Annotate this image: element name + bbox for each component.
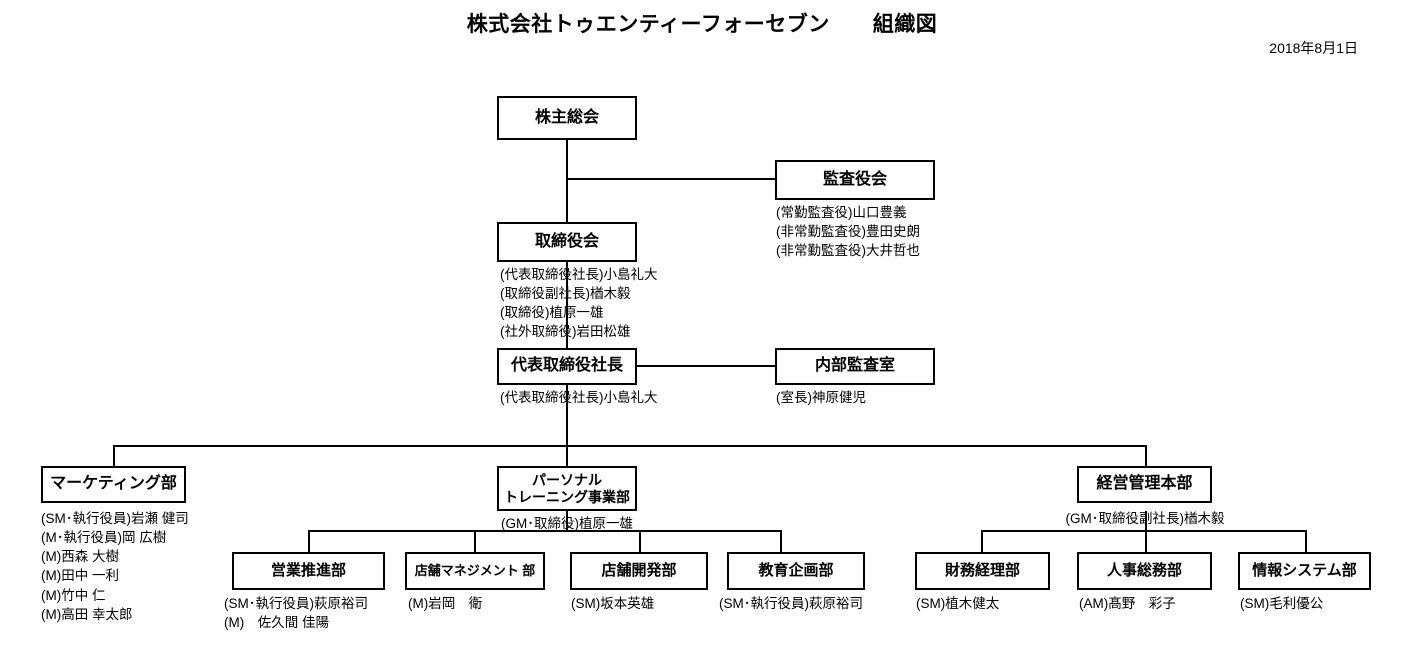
connector-drop-education-planning bbox=[780, 530, 782, 552]
page-title: 株式会社トゥエンティーフォーセブン 組織図 bbox=[466, 13, 938, 36]
node-board-of-directors-members: (代表取締役社長)小島礼大 (取締役副社長)楢木毅 (取締役)植原一雄 (社外取… bbox=[500, 267, 658, 340]
node-store-development-label: 店舗開発部 bbox=[601, 562, 677, 580]
connector-drop-personal-training bbox=[566, 445, 568, 466]
connector-to-board-of-directors bbox=[566, 178, 568, 223]
node-store-management[interactable]: 店舗マネジメント 部 bbox=[405, 552, 545, 590]
node-hr-general-affairs[interactable]: 人事総務部 bbox=[1077, 552, 1212, 590]
node-marketing[interactable]: マーケティング部 bbox=[41, 466, 186, 503]
node-president-members: (代表取締役社長)小島礼大 bbox=[500, 390, 658, 405]
node-hr-general-affairs-label: 人事総務部 bbox=[1106, 562, 1182, 580]
node-internal-audit-members: (室長)神原健児 bbox=[776, 390, 866, 405]
node-personal-training[interactable]: パーソナル トレーニング事業部 bbox=[497, 466, 637, 511]
connector-shareholders-down bbox=[566, 140, 568, 180]
connector-drop-infosys bbox=[1305, 530, 1307, 552]
connector-drop-finance bbox=[981, 530, 983, 552]
node-sales-promotion-members: (SM･執行役員)萩原裕司 (M) 佐久間 佳陽 bbox=[224, 596, 368, 631]
connector-to-audit-board bbox=[566, 178, 776, 180]
node-finance-accounting[interactable]: 財務経理部 bbox=[915, 552, 1050, 590]
node-marketing-members: (SM･執行役員)岩瀬 健司 (M･執行役員)岡 広樹 (M)西森 大樹 (M)… bbox=[41, 511, 189, 622]
node-president[interactable]: 代表取締役社長 bbox=[497, 348, 637, 385]
node-internal-audit-label: 内部監査室 bbox=[814, 357, 895, 375]
node-shareholders-meeting[interactable]: 株主総会 bbox=[497, 96, 637, 140]
connector-pt-bus bbox=[308, 530, 782, 532]
node-information-systems[interactable]: 情報システム部 bbox=[1238, 552, 1371, 590]
node-information-systems-members: (SM)毛利優公 bbox=[1240, 596, 1324, 611]
node-audit-board-members: (常勤監査役)山口豊義 (非常勤監査役)豊田史朗 (非常勤監査役)大井哲也 bbox=[776, 205, 920, 259]
node-audit-board[interactable]: 監査役会 bbox=[775, 160, 935, 200]
node-personal-training-label: パーソナル トレーニング事業部 bbox=[504, 472, 630, 505]
node-shareholders-meeting-label: 株主総会 bbox=[534, 108, 599, 126]
node-education-planning-members: (SM･執行役員)萩原裕司 bbox=[719, 596, 863, 611]
node-internal-audit[interactable]: 内部監査室 bbox=[775, 348, 935, 385]
node-board-of-directors[interactable]: 取締役会 bbox=[497, 222, 637, 262]
connector-drop-marketing bbox=[113, 445, 115, 466]
connector-drop-hr bbox=[1145, 530, 1147, 552]
node-sales-promotion-label: 営業推進部 bbox=[270, 562, 346, 580]
node-hr-general-affairs-members: (AM)髙野 彩子 bbox=[1079, 596, 1176, 611]
connector-board-to-president bbox=[566, 262, 568, 349]
node-audit-board-label: 監査役会 bbox=[822, 170, 887, 188]
chart-date: 2018年8月1日 bbox=[1269, 40, 1358, 56]
node-store-development-members: (SM)坂本英雄 bbox=[571, 596, 655, 611]
connector-hq-down bbox=[1145, 511, 1147, 532]
node-information-systems-label: 情報システム部 bbox=[1252, 562, 1357, 580]
connector-president-down bbox=[566, 385, 568, 447]
node-personal-training-members: (GM･取締役)植原一雄 bbox=[501, 516, 633, 531]
connector-hq-bus bbox=[981, 530, 1305, 532]
node-store-management-members: (M)岩岡 衛 bbox=[408, 596, 483, 611]
node-marketing-label: マーケティング部 bbox=[50, 475, 177, 493]
node-store-development[interactable]: 店舗開発部 bbox=[570, 552, 708, 590]
node-sales-promotion[interactable]: 営業推進部 bbox=[232, 552, 385, 590]
connector-drop-store-development bbox=[639, 530, 641, 552]
connector-pt-down bbox=[566, 511, 568, 532]
node-management-hq-members: (GM･取締役副社長)楢木毅 bbox=[1065, 511, 1225, 526]
connector-division-bus bbox=[113, 445, 1147, 447]
connector-drop-management-hq bbox=[1145, 445, 1147, 466]
node-president-label: 代表取締役社長 bbox=[510, 357, 623, 375]
node-finance-accounting-members: (SM)植木健太 bbox=[916, 596, 1000, 611]
node-management-hq[interactable]: 経営管理本部 bbox=[1077, 466, 1212, 503]
node-store-management-label: 店舗マネジメント 部 bbox=[414, 562, 536, 578]
connector-drop-store-management bbox=[474, 530, 476, 552]
node-education-planning[interactable]: 教育企画部 bbox=[727, 552, 865, 590]
node-finance-accounting-label: 財務経理部 bbox=[944, 562, 1020, 580]
node-board-of-directors-label: 取締役会 bbox=[534, 232, 599, 250]
node-management-hq-label: 経営管理本部 bbox=[1096, 475, 1193, 493]
connector-drop-sales-promotion bbox=[308, 530, 310, 552]
node-education-planning-label: 教育企画部 bbox=[758, 562, 834, 580]
connector-president-to-internal-audit bbox=[637, 365, 776, 367]
